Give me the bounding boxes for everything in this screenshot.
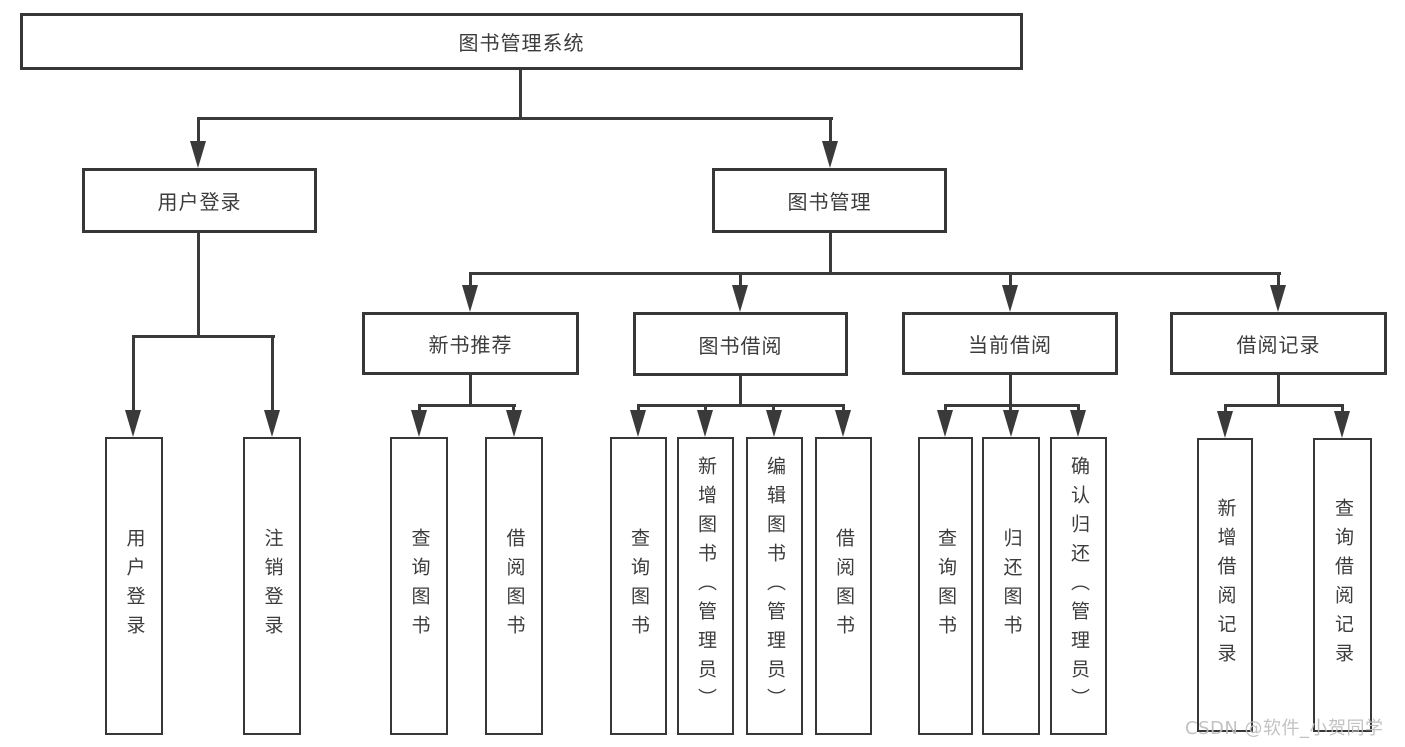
connector-borrow-drop: [739, 272, 742, 288]
connector-user-login-stem: [197, 231, 200, 338]
connector-new-books-stem: [469, 374, 472, 407]
connector-level2-bar: [197, 117, 833, 120]
connector-nb-query-drop: [418, 404, 421, 414]
arrowhead-to-bw-edit: [766, 410, 782, 437]
connector-bw-borrow-drop: [842, 404, 845, 414]
connector-borrow-stem: [739, 374, 742, 407]
connector-cur-return-drop: [1009, 404, 1012, 414]
node-borrow: 图书借阅: [633, 312, 848, 376]
connector-login-drop: [132, 335, 135, 415]
arrowhead-to-new-books: [462, 285, 478, 312]
connector-new-books-bar: [418, 404, 516, 407]
node-library-system-label: 图书管理系统: [458, 31, 585, 55]
node-leaf-bw-query-label: 查询图书: [628, 528, 650, 644]
arrowhead-to-nb-borrow: [506, 410, 522, 437]
connector-bw-add-drop: [704, 404, 707, 414]
node-leaf-login-label: 用户登录: [123, 528, 146, 644]
connector-book-mgmt-stem: [829, 231, 832, 275]
connector-current-bar: [944, 404, 1080, 407]
connector-new-books-drop: [469, 272, 472, 288]
connector-current-stem: [1009, 374, 1012, 407]
node-leaf-rec-add-label: 新增借阅记录: [1214, 498, 1237, 672]
connector-cur-query-drop: [944, 404, 947, 414]
arrowhead-to-rec-query: [1334, 411, 1350, 438]
node-leaf-bw-borrow-label: 借阅图书: [833, 528, 855, 644]
connector-records-drop: [1277, 272, 1280, 288]
node-new-books-label: 新书推荐: [428, 333, 513, 357]
node-leaf-cur-query-label: 查询图书: [935, 528, 957, 644]
arrowhead-to-rec-add: [1217, 411, 1233, 438]
connector-rec-query-drop: [1341, 404, 1344, 414]
node-leaf-logout: 注销登录: [243, 437, 301, 735]
node-leaf-bw-add: 新增图书（管理员）: [677, 437, 734, 735]
connector-records-stem: [1277, 374, 1280, 407]
arrowhead-to-cur-return: [1003, 410, 1019, 437]
node-records-label: 借阅记录: [1236, 333, 1321, 357]
connector-user-login-bar: [132, 335, 275, 338]
connector-current-drop: [1009, 272, 1012, 288]
arrowhead-to-user-login: [190, 141, 206, 168]
connector-root-stem: [519, 68, 522, 120]
node-user-login-label: 用户登录: [157, 190, 242, 214]
arrowhead-to-cur-confirm: [1070, 410, 1086, 437]
node-leaf-cur-query: 查询图书: [918, 437, 973, 735]
node-leaf-bw-add-label: 新增图书（管理员）: [695, 455, 717, 717]
node-leaf-bw-edit: 编辑图书（管理员）: [746, 437, 803, 735]
arrowhead-to-bw-borrow: [835, 410, 851, 437]
node-current-label: 当前借阅: [968, 333, 1052, 357]
node-user-login: 用户登录: [82, 168, 317, 233]
node-leaf-rec-query-label: 查询借阅记录: [1332, 498, 1354, 672]
arrowhead-to-records: [1270, 285, 1286, 312]
connector-records-bar: [1224, 404, 1344, 407]
node-leaf-rec-query: 查询借阅记录: [1313, 438, 1372, 732]
node-leaf-nb-query: 查询图书: [390, 437, 448, 735]
node-book-mgmt-label: 图书管理: [787, 190, 872, 214]
node-leaf-nb-borrow-label: 借阅图书: [503, 528, 526, 644]
node-leaf-cur-return: 归还图书: [982, 437, 1040, 735]
connector-logout-drop: [271, 335, 274, 415]
arrowhead-to-borrow: [732, 285, 748, 312]
node-leaf-bw-query: 查询图书: [610, 437, 667, 735]
node-leaf-cur-confirm-label: 确认归还（管理员）: [1068, 455, 1090, 717]
node-leaf-logout-label: 注销登录: [261, 528, 284, 644]
connector-level3-bar: [469, 272, 1281, 275]
csdn-watermark: CSDN @软件_小贺同学: [1185, 718, 1384, 739]
connector-bw-edit-drop: [772, 404, 775, 414]
node-records: 借阅记录: [1170, 312, 1387, 375]
connector-user-login-drop: [197, 117, 200, 145]
node-book-mgmt: 图书管理: [712, 168, 947, 233]
arrowhead-to-cur-query: [937, 410, 953, 437]
connector-bw-query-drop: [637, 404, 640, 414]
arrowhead-to-bw-add: [697, 410, 713, 437]
node-leaf-cur-confirm: 确认归还（管理员）: [1050, 437, 1107, 735]
arrowhead-to-logout: [264, 410, 280, 437]
node-leaf-login: 用户登录: [105, 437, 163, 735]
arrowhead-to-current: [1002, 285, 1018, 312]
connector-cur-confirm-drop: [1077, 404, 1080, 414]
arrowhead-to-nb-query: [411, 410, 427, 437]
node-leaf-cur-return-label: 归还图书: [1000, 528, 1023, 644]
node-library-system: 图书管理系统: [20, 13, 1023, 70]
node-borrow-label: 图书借阅: [698, 333, 783, 358]
arrowhead-to-bw-query: [630, 410, 646, 437]
arrowhead-to-login: [125, 410, 141, 437]
connector-nb-borrow-drop: [512, 404, 515, 414]
node-leaf-bw-edit-label: 编辑图书（管理员）: [764, 455, 786, 717]
node-current: 当前借阅: [902, 312, 1118, 375]
connector-rec-add-drop: [1224, 404, 1227, 414]
connector-borrow-bar: [637, 404, 845, 407]
node-leaf-bw-borrow: 借阅图书: [815, 437, 872, 735]
arrowhead-to-book-mgmt: [822, 141, 838, 168]
node-leaf-nb-borrow: 借阅图书: [485, 437, 543, 735]
node-new-books: 新书推荐: [362, 312, 579, 375]
node-leaf-rec-add: 新增借阅记录: [1197, 438, 1253, 732]
node-leaf-nb-query-label: 查询图书: [408, 528, 431, 644]
connector-book-mgmt-drop: [829, 117, 832, 145]
